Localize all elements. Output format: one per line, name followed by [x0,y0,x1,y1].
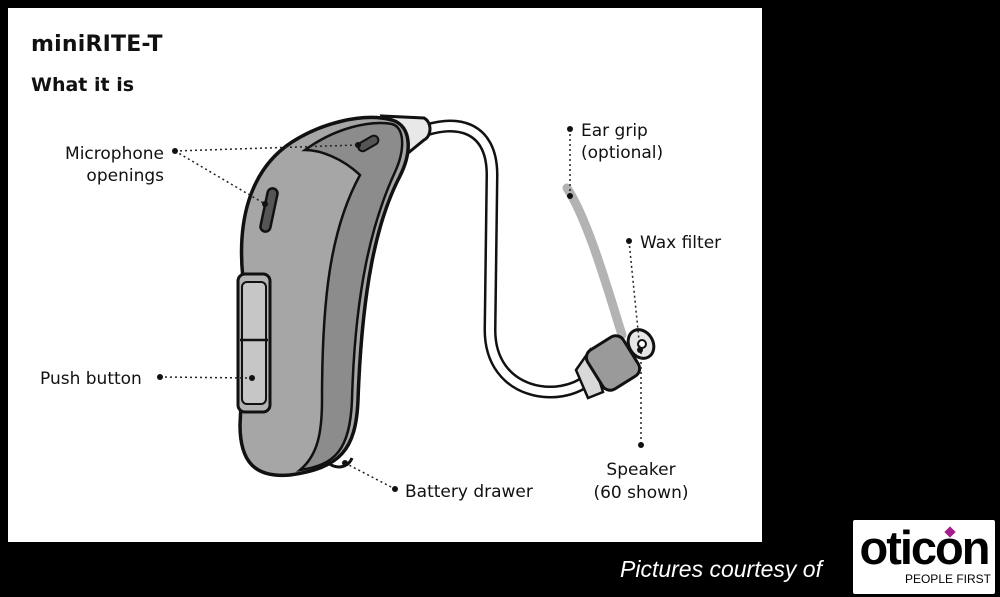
leader-dots [157,126,644,492]
label-speaker-line1: Speaker [606,460,675,480]
credit-text: Pictures courtesy of [620,556,822,582]
leader-lines [159,129,642,490]
speaker-wire-inner [414,122,594,396]
label-microphone-line1: Microphone [65,144,164,164]
label-speaker-line2: (60 shown) [593,483,688,503]
label-ear-grip-line1: Ear grip [581,121,648,141]
page-title: miniRITE-T [31,32,163,57]
logo-wordmark: oticon [859,521,991,574]
hearing-aid-body [238,114,432,478]
push-button-shape [236,272,272,414]
speaker-unit [574,328,656,400]
speaker-wire-outer [411,119,597,399]
logo-tagline: PEOPLE FIRST [904,572,991,586]
label-battery-drawer: Battery drawer [405,482,533,502]
oticon-logo: oticon PEOPLE FIRST [853,520,995,594]
microphone-opening-top [357,134,380,153]
page-subtitle: What it is [31,74,135,96]
label-ear-grip-line2: (optional) [581,143,663,163]
ear-grip-shape [562,183,627,340]
label-microphone-line2: openings [86,166,164,186]
label-wax-filter: Wax filter [640,233,721,253]
microphone-opening-side [259,187,279,233]
diagram-panel [8,8,762,542]
label-push-button: Push button [40,369,142,389]
